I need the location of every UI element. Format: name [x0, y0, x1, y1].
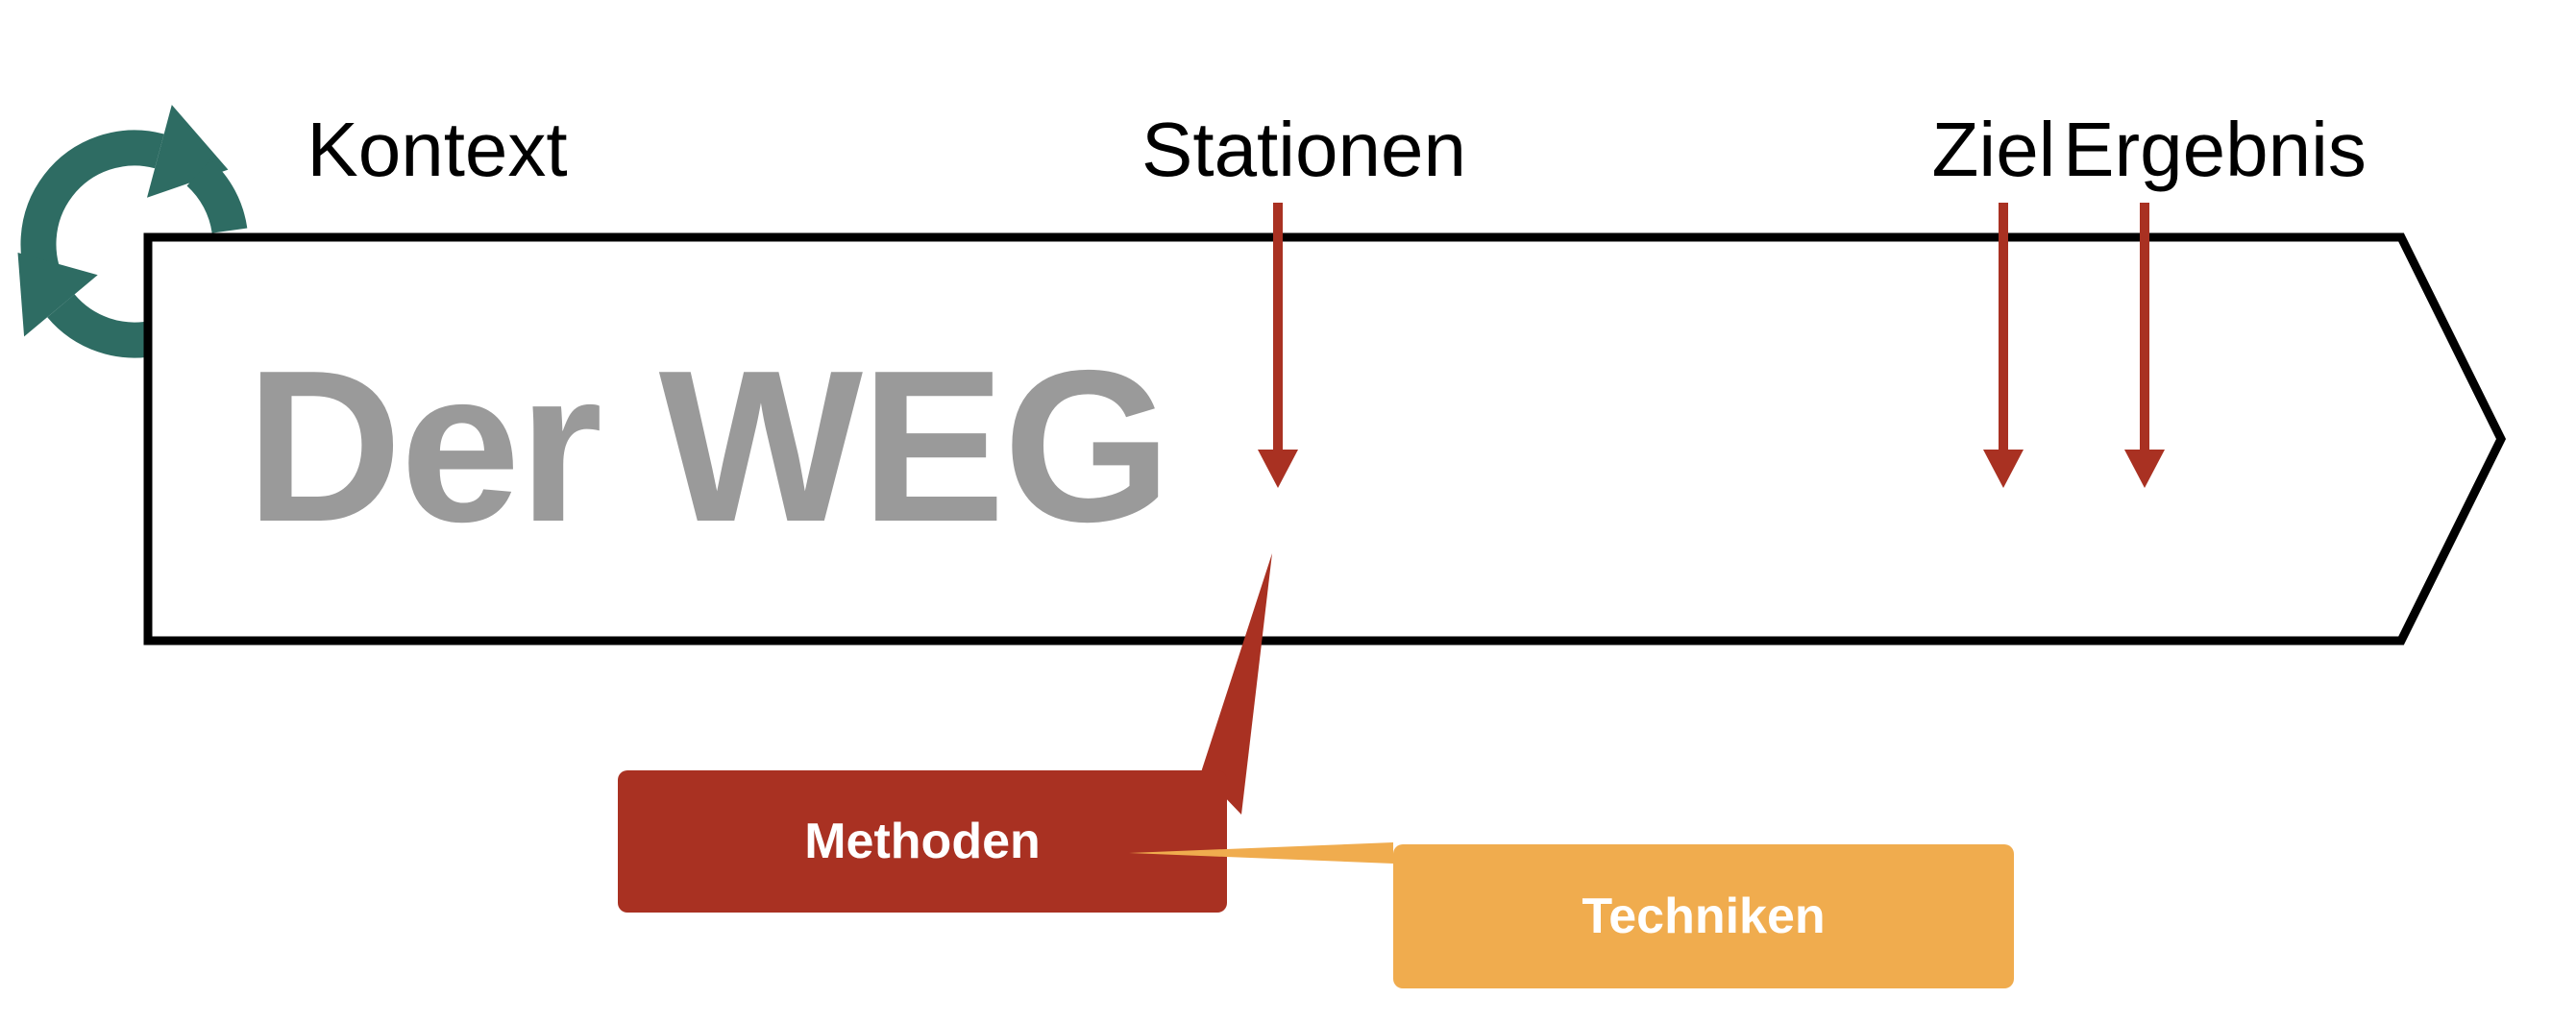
down-arrow-head	[1983, 450, 2024, 488]
down-arrow-ergebnis	[2124, 203, 2165, 488]
techniken-callout-label: Techniken	[1582, 889, 1826, 944]
methoden-callout-pointer	[1201, 553, 1272, 815]
methoden-callout: Methoden	[618, 770, 1227, 913]
page-title: Der WEG	[246, 325, 1171, 567]
down-arrow-head	[1258, 450, 1298, 488]
techniken-callout-pointer	[1129, 842, 1393, 864]
cycle-arrowhead-left	[17, 253, 98, 337]
down-arrow-ziel	[1983, 203, 2024, 488]
label-ergebnis: Ergebnis	[2063, 107, 2367, 192]
methoden-callout-label: Methoden	[804, 814, 1041, 869]
down-arrow-head	[2124, 450, 2165, 488]
process-arrow-shape	[143, 232, 2507, 645]
techniken-callout: Techniken	[1393, 844, 2014, 988]
label-stationen: Stationen	[1141, 107, 1467, 192]
down-arrow-stationen	[1258, 203, 1298, 488]
label-ziel: Ziel	[1931, 107, 2056, 192]
cycle-arc-right-fragment	[186, 158, 248, 234]
label-kontext: Kontext	[307, 107, 568, 192]
